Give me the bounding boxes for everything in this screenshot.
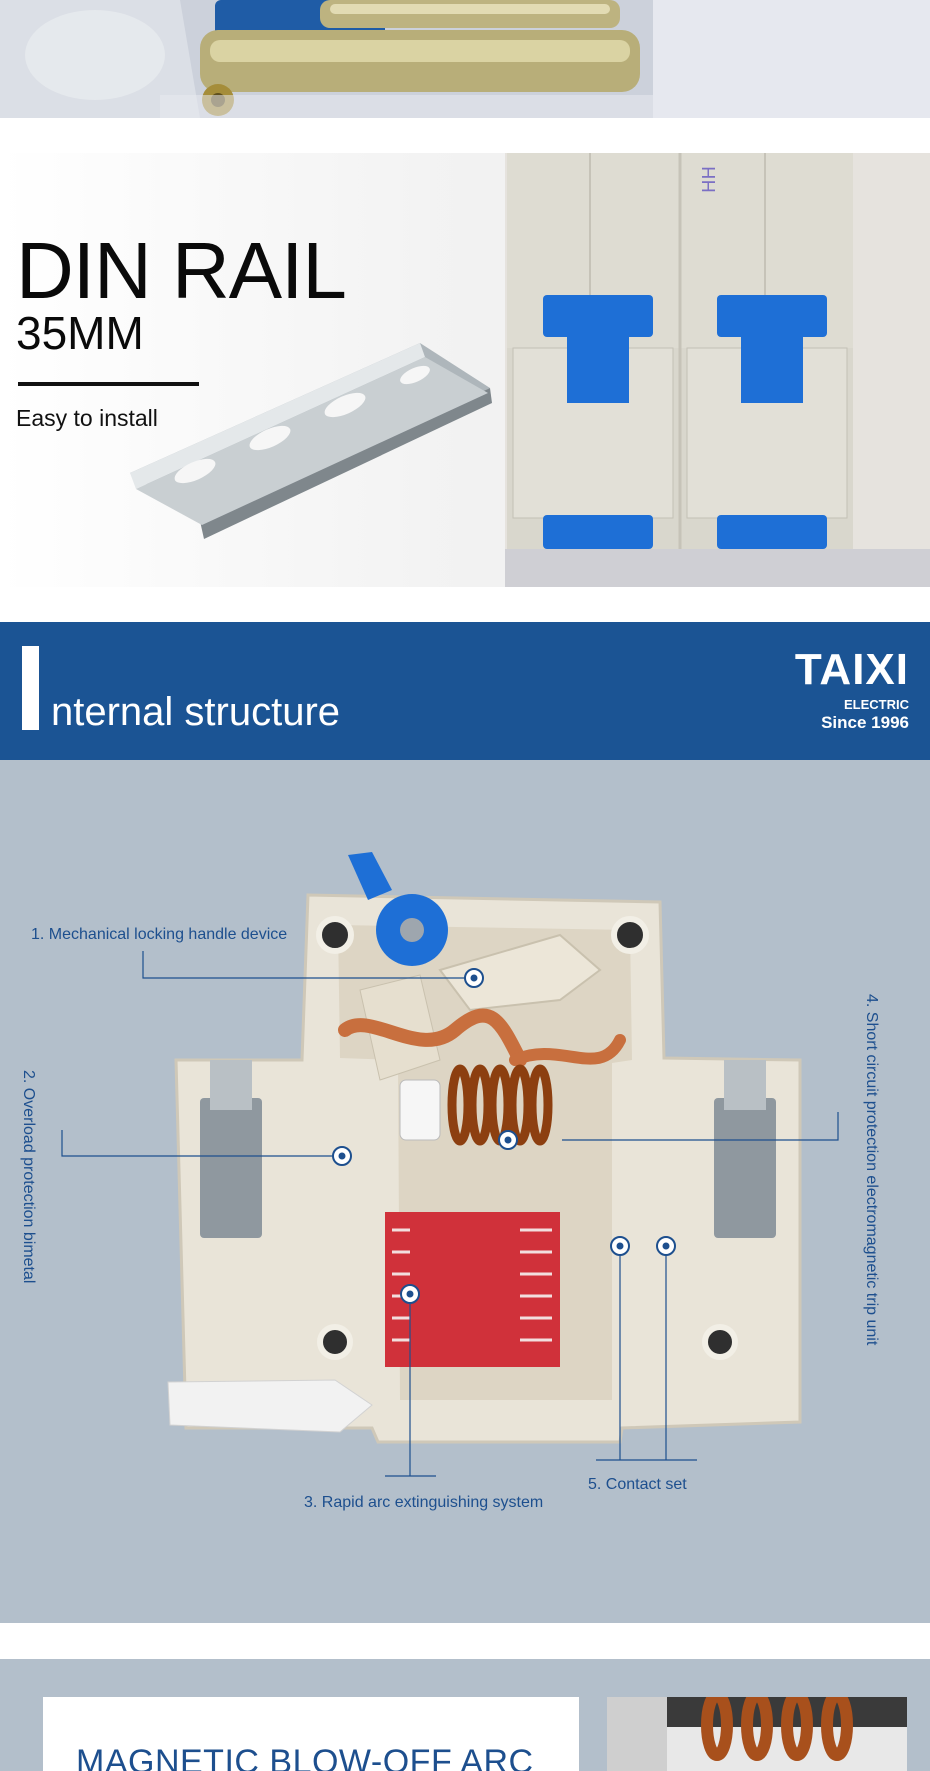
brand-subtitle: ELECTRIC — [844, 697, 909, 712]
callout-mechanical-locking-handle: 1. Mechanical locking handle device — [31, 926, 288, 943]
feature-card-title: MAGNETIC BLOW-OFF ARC — [76, 1743, 534, 1771]
din-rail-title: DIN RAIL — [16, 226, 347, 315]
internal-structure-header: I nternal structure TAIXI ELECTRIC Since… — [0, 622, 930, 760]
din-rail-illustration — [130, 343, 492, 539]
callout-overload-bimetal: 2. Overload protection bimetal — [20, 1070, 37, 1284]
coil-closeup-illustration — [607, 1697, 907, 1771]
callout-contact-set: 5. Contact set — [588, 1476, 687, 1493]
coil-closeup-photo — [607, 1697, 907, 1771]
din-rail-section: DIN RAIL 35MM Easy to install HH — [0, 153, 930, 587]
brand-logo: TAIXI — [794, 645, 909, 694]
callout-electromagnetic-trip: 4. Short circuit protection electromagne… — [863, 994, 880, 1346]
magnetic-blow-off-section: MAGNETIC BLOW-OFF ARC — [0, 1659, 930, 1771]
divider-line — [18, 382, 199, 386]
din-rail-size: 35MM — [16, 307, 144, 359]
callout-markers — [332, 968, 676, 1304]
section-title: nternal structure — [51, 690, 341, 734]
din-rail-note: Easy to install — [16, 405, 158, 431]
top-product-photo — [0, 0, 653, 118]
svg-text:HH: HH — [699, 166, 720, 193]
brand-since: Since 1996 — [821, 713, 909, 732]
breaker-terminal-illustration — [0, 0, 653, 118]
callout-arc-extinguishing: 3. Rapid arc extinguishing system — [304, 1494, 544, 1511]
top-photo-background — [653, 0, 930, 118]
title-initial-bar: I — [22, 646, 39, 730]
internal-structure-diagram: 1. Mechanical locking handle device 2. O… — [0, 760, 930, 1623]
breaker-cutaway-illustration — [61, 852, 839, 1477]
feature-card: MAGNETIC BLOW-OFF ARC — [43, 1697, 579, 1771]
breaker-photo: HH — [505, 153, 930, 587]
